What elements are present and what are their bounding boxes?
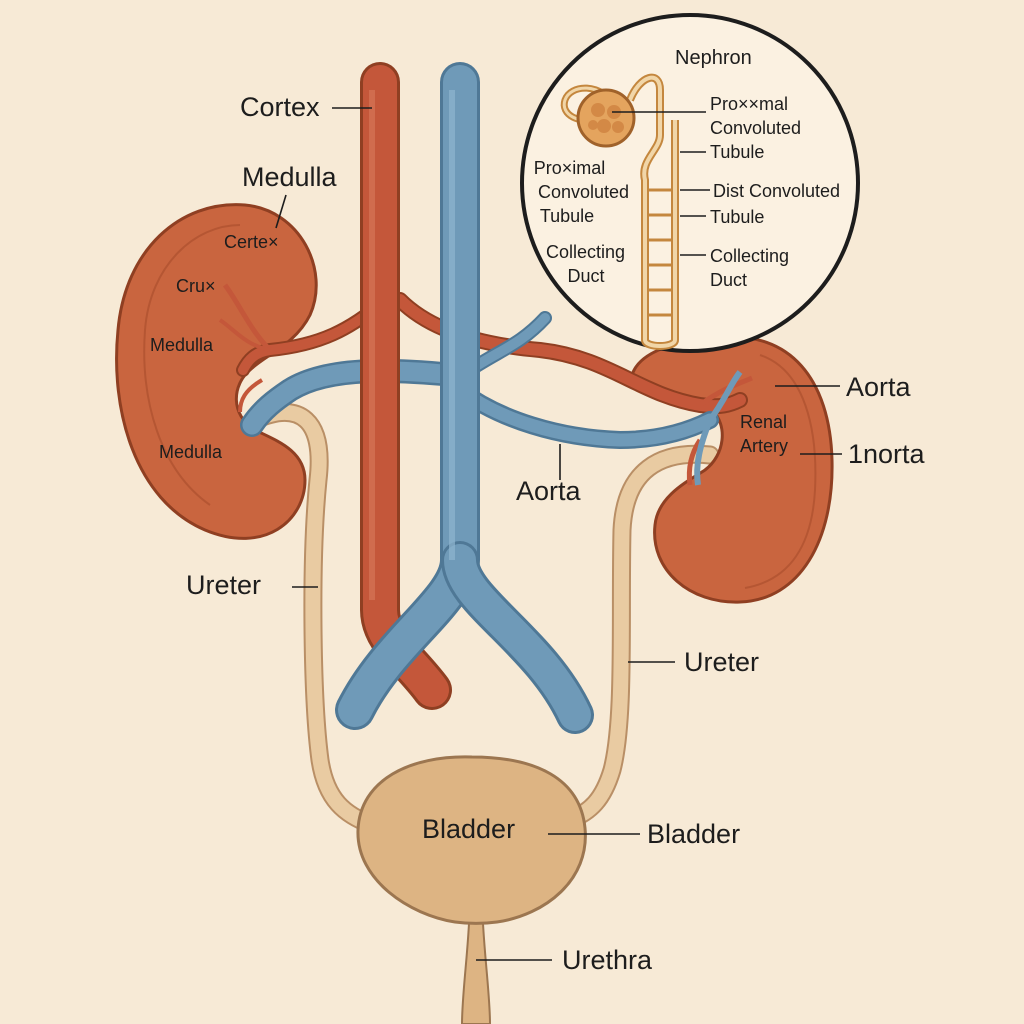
label-left-kidney-medulla-upper: Medulla xyxy=(150,335,214,355)
inset-left-collecting: Collecting Duct xyxy=(546,242,630,286)
leader-lines xyxy=(275,107,842,961)
labels: Cortex Medulla Certe× Cru× Medulla Medul… xyxy=(150,92,926,975)
label-renal-artery-line-1: Renal xyxy=(740,412,787,432)
inset-left-proximal-line-2: Convoluted xyxy=(538,182,629,202)
left-kidney xyxy=(115,203,318,540)
label-bladder-right: Bladder xyxy=(647,819,740,849)
inset-right-distal-line-2: Tubule xyxy=(710,207,764,227)
bladder xyxy=(356,755,587,1024)
ureters xyxy=(245,403,720,835)
inset-right-collecting: Collecting Duct xyxy=(710,246,794,290)
inset-right-proximal-line-3: Tubule xyxy=(710,142,764,162)
glomerulus xyxy=(576,88,636,148)
label-aorta-center: Aorta xyxy=(516,476,582,506)
nephron-inset: Nephron Pro×imal Convoluted Tubule xyxy=(520,13,860,353)
label-renal-artery-line-2: Artery xyxy=(740,436,788,456)
inset-right-distal: Dist Convoluted Tubule xyxy=(710,181,845,227)
inset-right-proximal-line-1: Pro××mal xyxy=(710,94,788,114)
inset-right-collecting-line-1: Collecting xyxy=(710,246,789,266)
label-cortex-top: Cortex xyxy=(240,92,320,122)
inset-left-proximal-line-3: Tubule xyxy=(540,206,594,226)
label-ureter-right: Ureter xyxy=(684,647,759,677)
label-left-kidney-medulla-lower: Medulla xyxy=(159,442,223,462)
inset-right-collecting-line-2: Duct xyxy=(710,270,747,290)
inset-left-collecting-line-1: Collecting xyxy=(546,242,625,262)
label-left-kidney-crux: Cru× xyxy=(176,276,216,296)
label-inorta-right: 1norta xyxy=(848,439,926,469)
label-urethra: Urethra xyxy=(562,945,653,975)
label-ureter-left: Ureter xyxy=(186,570,261,600)
inset-left-proximal: Pro×imal Convoluted Tubule xyxy=(534,158,634,226)
label-left-kidney-cortex: Certe× xyxy=(224,232,279,252)
inset-left-collecting-line-2: Duct xyxy=(567,266,604,286)
label-aorta-right: Aorta xyxy=(846,372,912,402)
inset-right-proximal: Pro××mal Convoluted Tubule xyxy=(710,94,806,162)
label-renal-artery: Renal Artery xyxy=(740,412,792,456)
label-bladder-inside: Bladder xyxy=(422,814,515,844)
inset-left-proximal-line-1: Pro×imal xyxy=(534,158,606,178)
vena-cava xyxy=(335,62,594,734)
inset-right-proximal-line-2: Convoluted xyxy=(710,118,801,138)
inset-right-distal-line-1: Dist Convoluted xyxy=(713,181,840,201)
label-medulla-top: Medulla xyxy=(242,162,338,192)
inset-title: Nephron xyxy=(675,47,752,69)
